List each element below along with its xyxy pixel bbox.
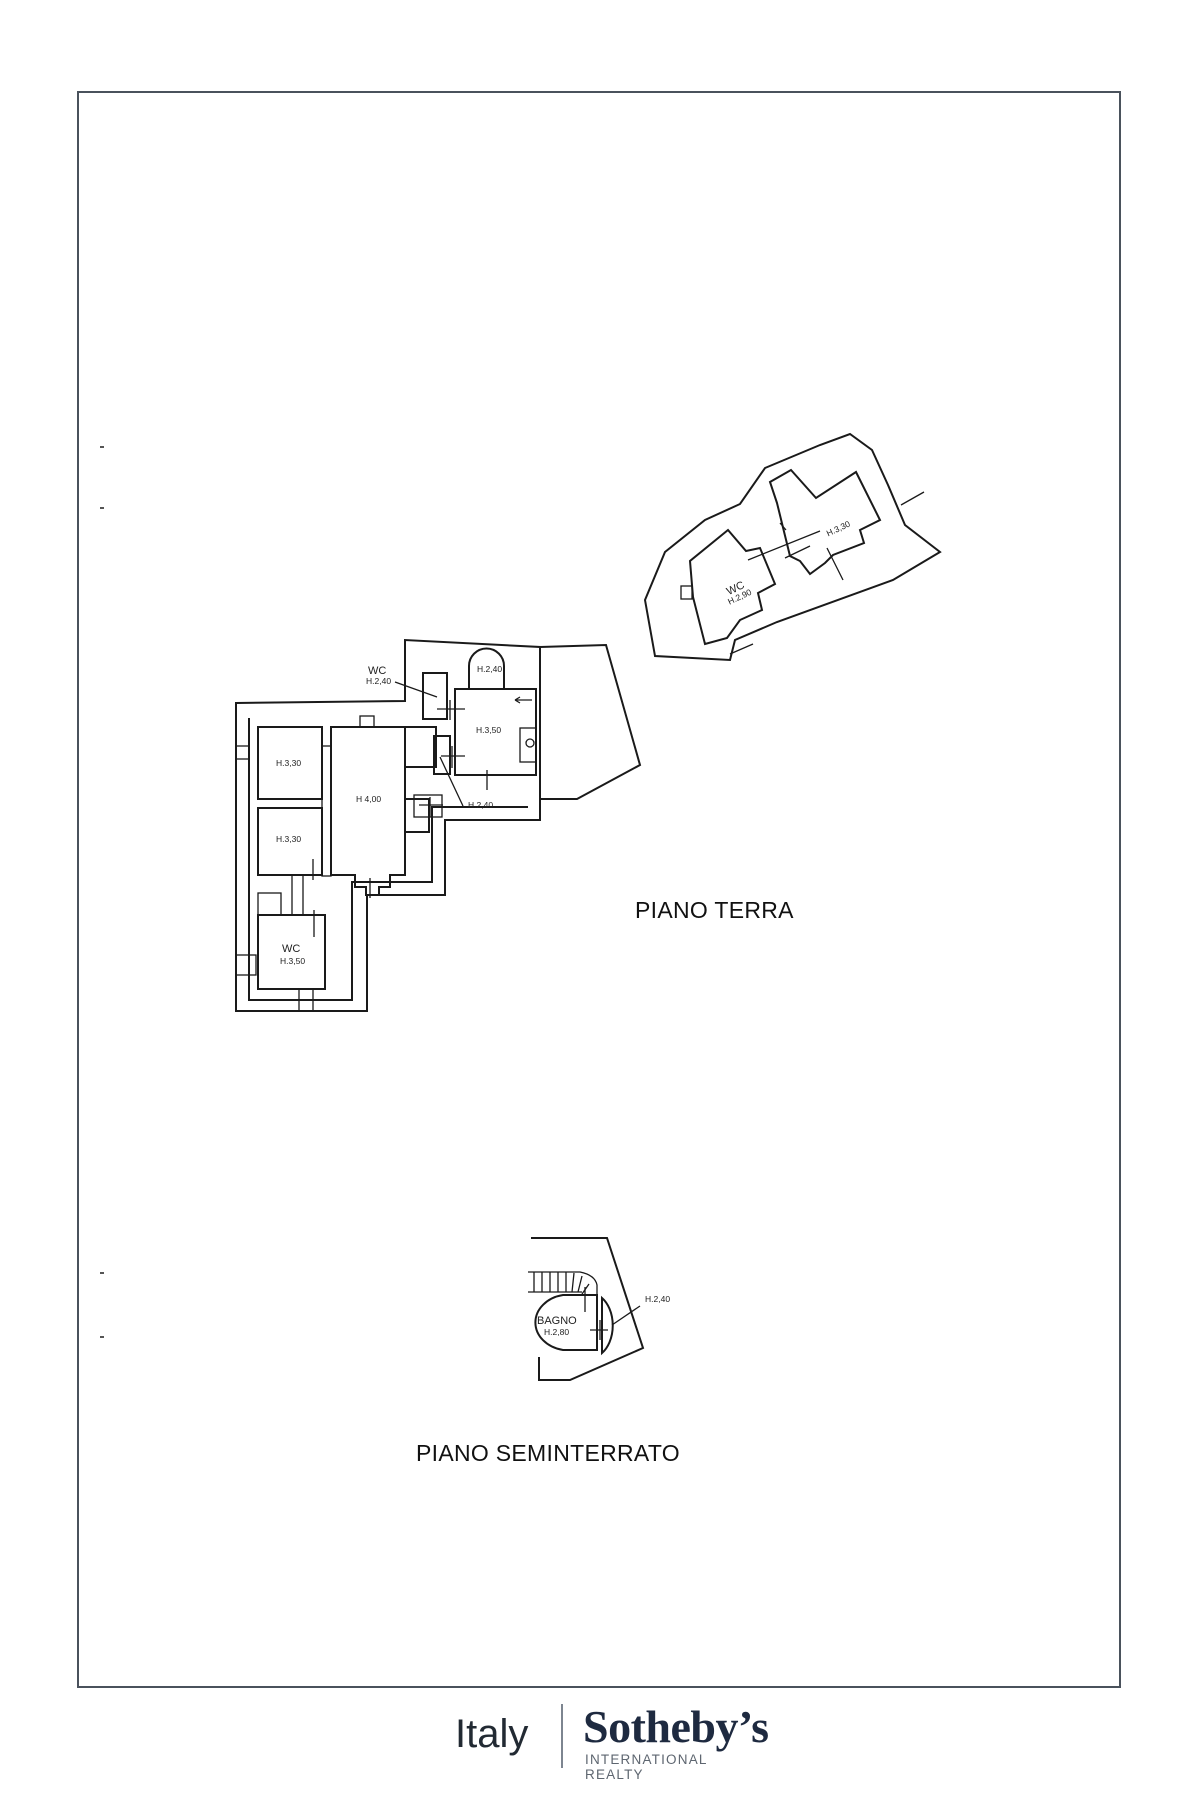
room-height-label: H 4,00 [356,794,381,804]
room-height-label: H.2,40 [477,664,502,674]
logo-subtitle-text: INTERNATIONAL REALTY [585,1752,708,1782]
room-height-label: H.2,40 [468,800,493,810]
basement-plan [528,1237,645,1381]
room-height-label: H.3,30 [825,519,852,539]
room-height-label: H.2,40 [645,1294,670,1304]
sothebys-logo: Italy Sotheby’s INTERNATIONAL REALTY [455,1700,769,1782]
room-height-label: H.2,80 [544,1327,569,1337]
logo-brand-text: Sotheby’s [583,1701,769,1752]
logo-region-text: Italy [455,1712,529,1756]
room-name-label: WC [282,943,300,955]
margin-tick [100,1272,104,1274]
room-name-label: BAGNO [537,1315,577,1327]
ground-floor-annex-plan [643,432,942,662]
room-height-label: H.3,50 [476,725,501,735]
margin-tick [100,507,104,509]
ground-floor-main-plan [235,638,642,1012]
drawing-frame [77,91,1121,1688]
logo-divider [561,1704,563,1768]
room-height-label: H.2,40 [366,676,391,686]
room-height-label: H.3,30 [276,834,301,844]
floor-title-basement: PIANO SEMINTERRATO [416,1440,680,1466]
room-height-label: H.3,30 [276,758,301,768]
margin-tick [100,1336,104,1338]
margin-tick [100,446,104,448]
room-name-label: WC [368,665,386,677]
room-height-label: H.3,50 [280,956,305,966]
floor-title-ground: PIANO TERRA [635,897,794,923]
